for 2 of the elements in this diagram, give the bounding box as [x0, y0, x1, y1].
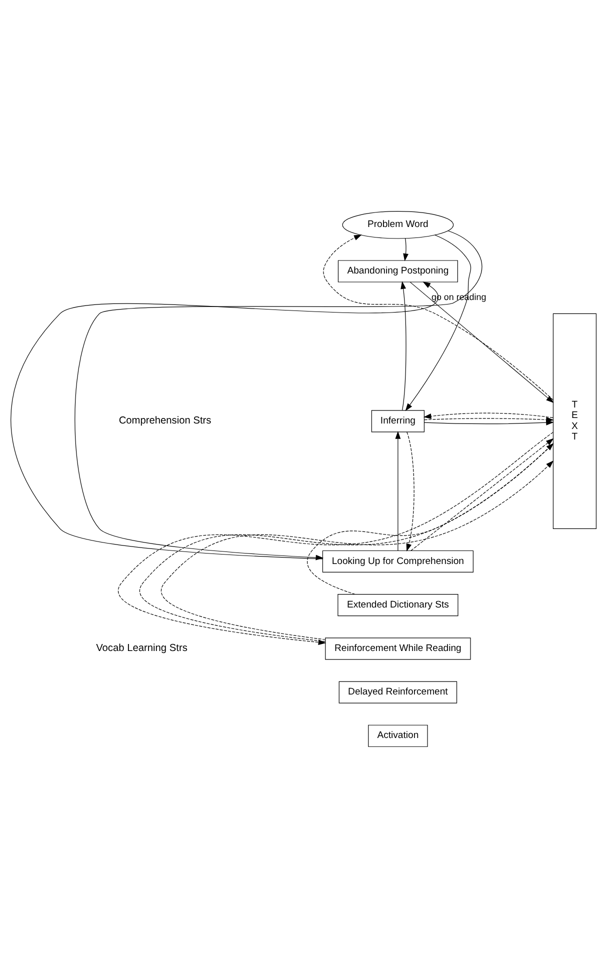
label: Comprehension Strs: [118, 415, 212, 426]
label: Vocab Learning Strs: [96, 642, 188, 654]
